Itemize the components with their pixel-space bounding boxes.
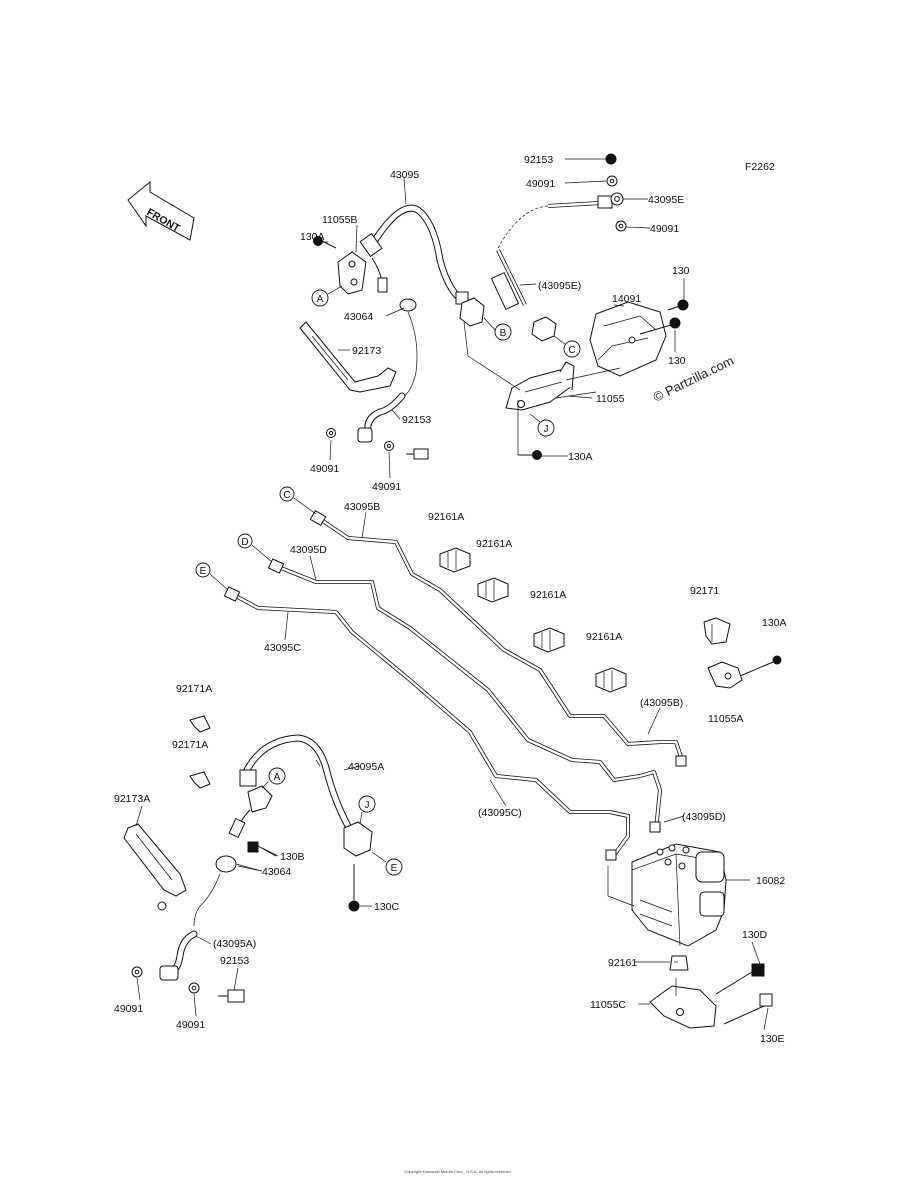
part-label: (43095A) <box>213 938 256 950</box>
callout-c-pipe: C <box>283 490 290 501</box>
part-label: 49091 <box>176 1019 205 1031</box>
part-label: 49091 <box>372 481 401 493</box>
part-label: 92153 <box>402 414 431 426</box>
part-label: (43095E) <box>538 280 581 292</box>
brake-pipes <box>195 486 687 861</box>
part-label: 130A <box>762 617 787 629</box>
part-label: 43095A <box>348 761 384 773</box>
callout-e-lower: E <box>391 863 398 874</box>
part-label: 43064 <box>262 866 291 878</box>
callout-j-upper: J <box>544 424 549 435</box>
part-label: 130E <box>760 1033 785 1045</box>
part-label: (43095D) <box>682 811 726 823</box>
part-label: 11055B <box>322 214 357 226</box>
part-label: 43064 <box>344 311 373 323</box>
part-label: 14091 <box>612 293 641 305</box>
part-label: 130 <box>672 265 690 277</box>
part-label: 11055 <box>596 393 625 405</box>
part-label: 92171 <box>690 585 719 597</box>
watermark: © Partzilla.com <box>651 353 736 405</box>
clamps-92161a <box>439 547 627 693</box>
copyright-text: Copyright Kawasaki Motors Corp., U.S.A. … <box>404 1169 511 1174</box>
part-label: 130C <box>374 901 400 913</box>
clip-and-bracket-right <box>703 617 782 689</box>
part-label: 43095E <box>648 194 684 206</box>
front-hose-assembly <box>299 204 469 460</box>
part-label: 92161A <box>476 538 512 550</box>
part-label: 49091 <box>114 1003 143 1015</box>
part-label: 11055C <box>590 999 626 1011</box>
callout-e-pipe: E <box>200 566 207 577</box>
part-label: 49091 <box>526 178 555 190</box>
part-label: 11055A <box>708 713 743 725</box>
part-label: 130D <box>742 929 768 941</box>
rear-hose-assembly <box>123 715 373 1003</box>
part-label: 130A <box>568 451 593 463</box>
part-label: 130B <box>280 851 305 863</box>
part-label: 92161A <box>586 631 622 643</box>
abs-unit <box>607 843 773 1029</box>
part-label: 43095D <box>290 544 327 556</box>
part-label: 16082 <box>756 875 785 887</box>
part-label: 92161A <box>428 511 464 523</box>
abs-pipe-upper-assembly <box>459 153 689 460</box>
part-label: 130 <box>668 355 686 367</box>
part-label: 92171A <box>172 739 208 751</box>
callout-a-lower: A <box>274 772 281 783</box>
part-label: 92153 <box>220 955 249 967</box>
part-label: 92153 <box>524 154 553 166</box>
part-label: 92173 <box>352 345 381 357</box>
part-label: 92171A <box>176 683 212 695</box>
front-arrow-icon: FRONT <box>127 180 195 241</box>
part-label: (43095C) <box>478 807 522 819</box>
part-label: (43095B) <box>640 697 683 709</box>
callout-c-upper: C <box>568 345 575 356</box>
part-label: 92161 <box>608 957 637 969</box>
part-label: 49091 <box>650 223 679 235</box>
callout-j-lower: J <box>365 800 370 811</box>
part-label: 49091 <box>310 463 339 475</box>
part-label: 130A <box>300 231 325 243</box>
part-label: 92173A <box>114 793 150 805</box>
part-label: 43095C <box>264 642 301 654</box>
part-label: 43095 <box>390 169 419 181</box>
callout-d-pipe: D <box>241 537 248 548</box>
callout-b-upper: B <box>500 328 507 339</box>
diagram-code: F2262 <box>745 161 775 173</box>
callout-a-upper: A <box>317 294 324 305</box>
leader-lines <box>135 158 769 1031</box>
part-label: 92161A <box>530 589 566 601</box>
part-label: 43095B <box>344 501 380 513</box>
